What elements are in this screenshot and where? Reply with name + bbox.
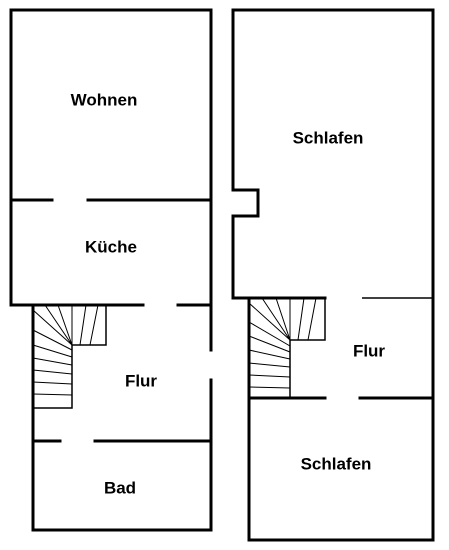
room-label-bad: Bad xyxy=(104,478,136,497)
room-label-flur-right: Flur xyxy=(353,341,385,360)
room-label-schlafen-bottom: Schlafen xyxy=(301,454,372,473)
room-label-schlafen-top: Schlafen xyxy=(293,128,364,147)
left-floor-outer-wall-top xyxy=(9,8,213,307)
left-floor-outer-wall-lower xyxy=(31,303,213,532)
room-label-wohnen: Wohnen xyxy=(71,90,138,109)
right-floor: Schlafen Flur Schlafen xyxy=(231,8,435,542)
staircase-left xyxy=(32,304,107,409)
room-label-kueche: Küche xyxy=(85,237,137,256)
staircase-right xyxy=(248,297,326,399)
left-floor: Wohnen Küche Flur Bad xyxy=(9,8,213,532)
room-label-flur-left: Flur xyxy=(125,371,157,390)
